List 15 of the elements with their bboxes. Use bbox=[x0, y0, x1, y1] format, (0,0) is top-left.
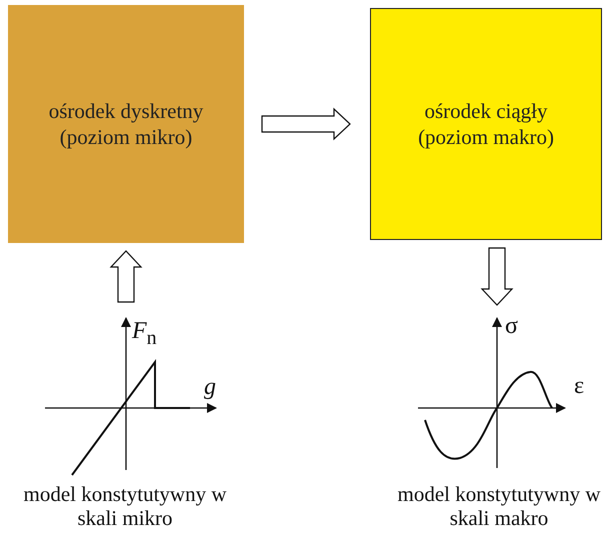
medium-box bbox=[8, 5, 244, 243]
graph-drawing bbox=[45, 317, 217, 476]
axis-label: σ bbox=[505, 313, 518, 339]
node-label: model konstytutywny w skali mikro bbox=[22, 482, 228, 530]
box-text: ośrodek dyskretny (poziom mikro) bbox=[48, 98, 204, 150]
medium-box bbox=[370, 8, 602, 240]
block-arrow bbox=[110, 250, 142, 303]
box-text: ośrodek ciągły (poziom makro) bbox=[417, 98, 555, 150]
node-label: model konstytutywny w skali makro bbox=[396, 482, 602, 530]
block-arrow bbox=[480, 247, 514, 306]
block-arrow bbox=[261, 108, 351, 140]
axis-label: ε bbox=[574, 373, 584, 399]
axis-label: F$_{n}$ bbox=[132, 318, 157, 351]
graph-drawing bbox=[418, 317, 566, 468]
axis-label: g bbox=[204, 374, 216, 400]
